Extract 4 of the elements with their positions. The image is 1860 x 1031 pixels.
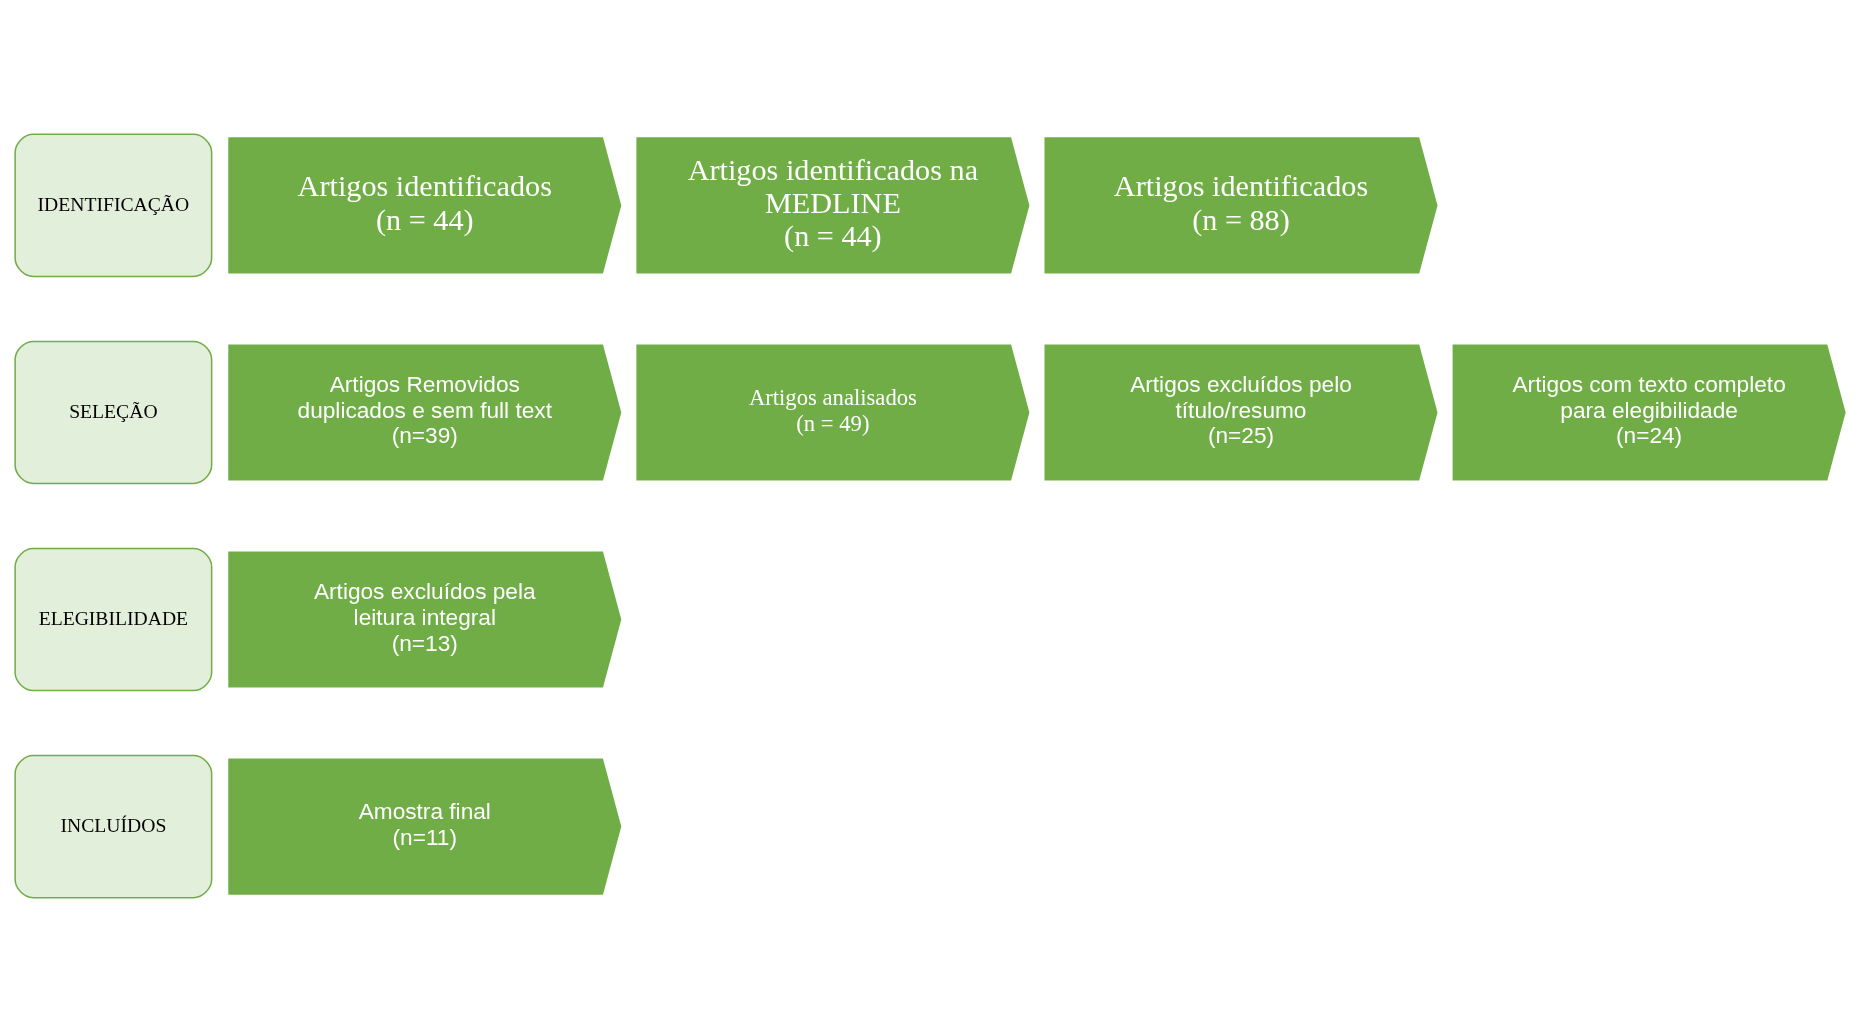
- node-box: INCLUÍDOS: [14, 754, 213, 898]
- node-box: SELEÇÃO: [14, 340, 213, 484]
- node-box: IDENTIFICAÇÃO: [14, 133, 213, 277]
- node-box: ELEGIBILIDADE: [14, 547, 213, 691]
